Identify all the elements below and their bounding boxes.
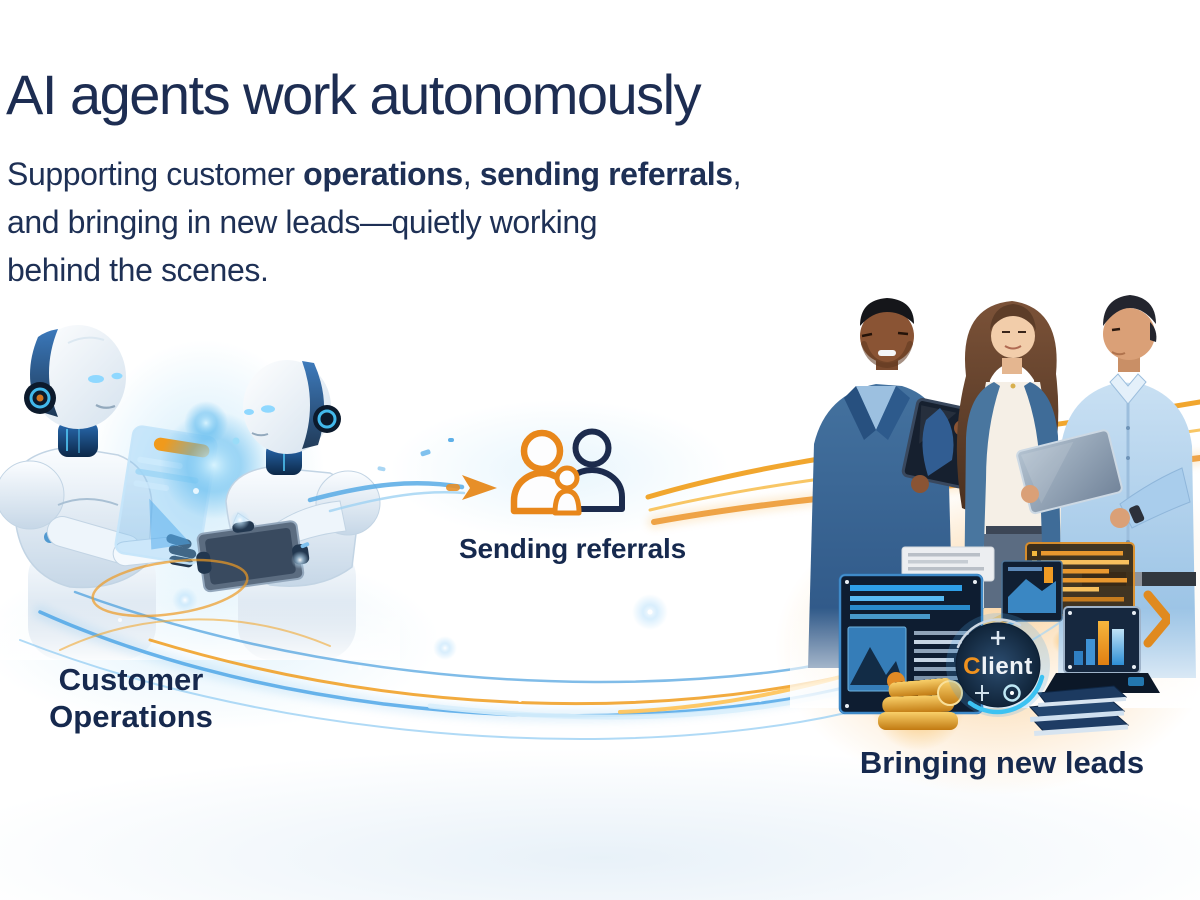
person-small-orange: [552, 465, 582, 516]
panel-mini-chart: [1001, 560, 1063, 622]
curve-arrow-icon: [1143, 590, 1170, 648]
label-sending-referrals: Sending referrals: [459, 533, 686, 564]
subtitle-line-2: and bringing in new leads—quietly workin…: [7, 204, 598, 240]
client-badge: Client: [946, 613, 1050, 717]
gold-stack: [878, 678, 963, 730]
robot-tablet: [196, 520, 310, 593]
page-subtitle: Supporting customer operations, sending …: [7, 150, 741, 294]
panel-bar-chart: [1044, 606, 1160, 693]
wrist-watch: [1129, 505, 1145, 524]
flow-arrow-icon: [446, 475, 497, 500]
robot-eye: [88, 375, 104, 383]
target-dot-icon: [1003, 684, 1021, 702]
dashboards-illustration: Client: [838, 542, 1170, 750]
client-badge-label: Client: [963, 653, 1033, 680]
label-bringing-new-leads: Bringing new leads: [859, 745, 1145, 780]
page-title: AI agents work autonomously: [6, 63, 702, 126]
book-stack: [1028, 685, 1130, 736]
label-customer-operations: Customer Operations: [21, 661, 241, 735]
subtitle-line-1: Supporting customer operations, sending …: [7, 156, 742, 192]
plus-small-icon: [975, 685, 989, 701]
referral-people-icon: [510, 428, 625, 516]
robots-illustration: [0, 325, 400, 660]
label-customer-operations-line1: Customer: [58, 662, 204, 697]
gray-tablet: [1016, 429, 1123, 515]
plus-icon: [991, 631, 1005, 645]
photo-thumbnail: [847, 626, 907, 692]
subtitle-line-3: behind the scenes.: [7, 252, 269, 288]
label-customer-operations-line2: Operations: [49, 699, 213, 734]
